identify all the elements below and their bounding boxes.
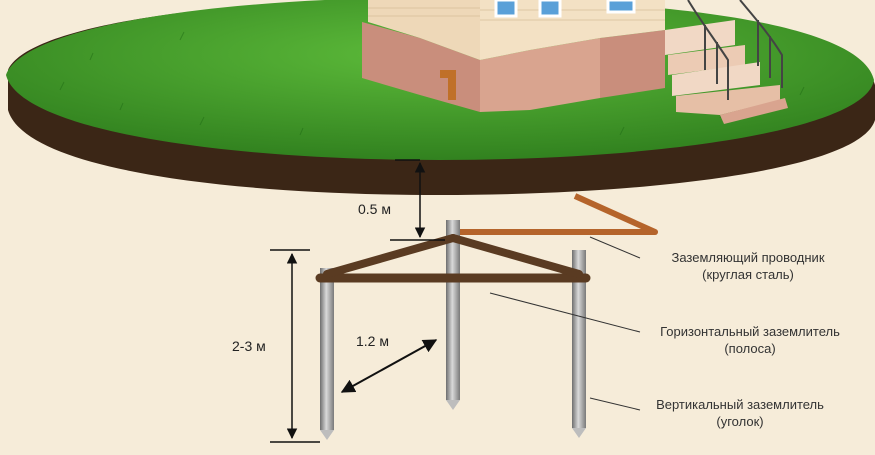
- house-wall-front: [480, 0, 665, 60]
- house-window: [494, 0, 518, 18]
- callout-leaders: [489, 236, 641, 411]
- horizontal-electrode-label-line1: Горизонтальный заземлитель: [660, 324, 840, 339]
- vertical-electrode-rod: [572, 250, 586, 438]
- house-plinth-front: [480, 38, 600, 112]
- conductor-label-line2: (круглая сталь): [702, 267, 794, 282]
- rod-length-dimension: [270, 249, 320, 443]
- house-stairs: [665, 0, 788, 124]
- house-illustration: [362, 0, 788, 124]
- grounding-conductor: [455, 193, 658, 235]
- vertical-electrode-label-line2: (уголок): [716, 414, 764, 429]
- house-downpipe: [440, 70, 456, 100]
- vertical-electrode-label-line1: Вертикальный заземлитель: [656, 397, 824, 412]
- house-window: [538, 0, 562, 18]
- horizontal-electrode-strip: [315, 234, 591, 283]
- vertical-electrode-label: Вертикальный заземлитель (уголок): [630, 396, 850, 430]
- vertical-electrode-rod: [320, 268, 334, 440]
- house-wall-left: [368, 0, 480, 60]
- horizontal-electrode-label: Горизонтальный заземлитель (полоса): [630, 323, 870, 357]
- horizontal-electrode-label-line2: (полоса): [724, 341, 776, 356]
- depth-label: 0.5 м: [358, 201, 391, 217]
- house-window: [606, 0, 636, 14]
- vertical-electrode-rod: [446, 220, 460, 410]
- conductor-label-line1: Заземляющий проводник: [671, 250, 825, 265]
- conductor-label: Заземляющий проводник (круглая сталь): [638, 249, 858, 283]
- spacing-label: 1.2 м: [356, 333, 389, 349]
- rod-length-label: 2-3 м: [232, 338, 266, 354]
- spacing-dimension: [340, 339, 438, 393]
- depth-dimension: [390, 159, 445, 241]
- vertical-electrodes: [320, 220, 586, 440]
